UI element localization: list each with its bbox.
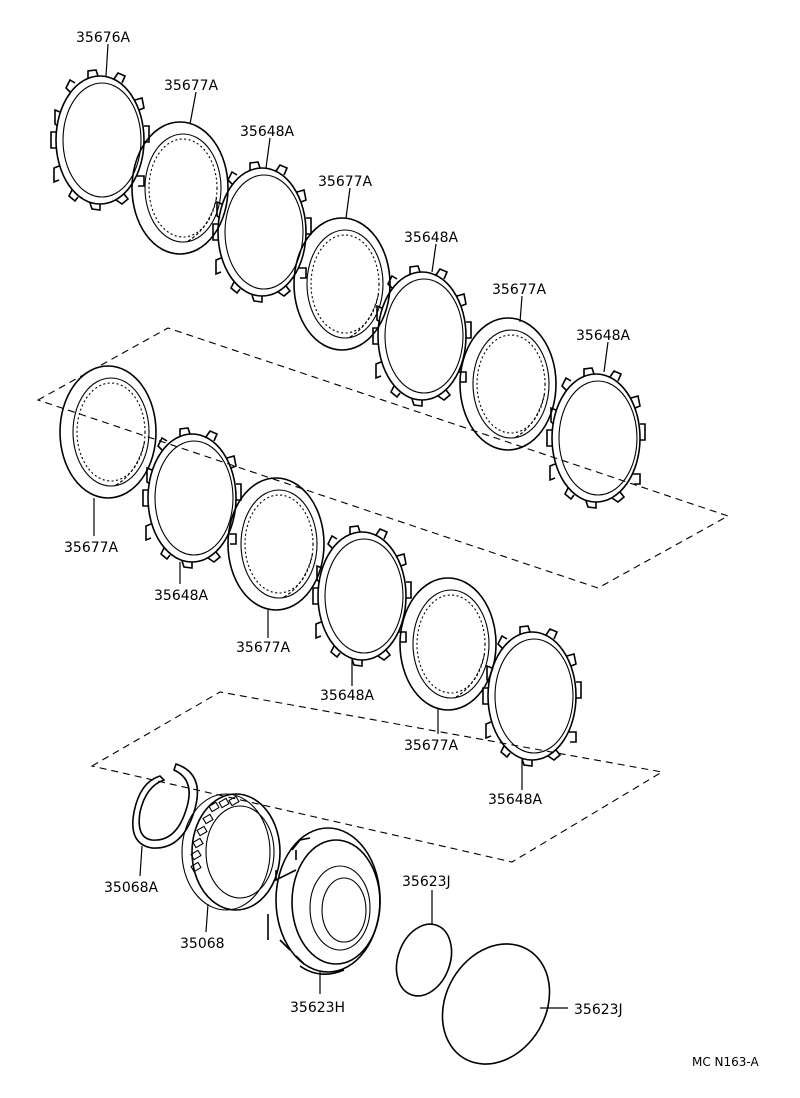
label-35677a-5: 35677A [236,640,291,656]
label-35677a-2: 35677A [318,174,373,190]
steel-plate-6 [482,625,582,767]
label-35677a-4: 35677A [64,540,119,556]
group-outline-upper [36,327,730,589]
label-35068: 35068 [180,936,225,952]
steel-plate-2 [372,265,472,407]
o-ring-small [395,923,453,997]
label-35648a-1: 35648A [240,124,295,140]
label-35676a: 35676A [76,30,131,46]
label-35068a: 35068A [104,880,159,896]
reference-code: MC N163-A [692,1055,759,1069]
label-35623h: 35623H [290,1000,345,1016]
friction-disc-5 [227,477,325,611]
friction-disc-6 [399,577,497,711]
piston-35623h [267,827,381,975]
leader-lines [93,43,609,1009]
steel-plate-35676a [50,69,150,211]
group-outline-lower [90,691,664,863]
label-35648a-5: 35648A [320,688,375,704]
label-35677a-3: 35677A [492,282,547,298]
steel-plate-4 [142,427,242,569]
label-35648a-4: 35648A [154,588,209,604]
o-ring-large [441,943,551,1065]
label-35623j-2: 35623J [574,1002,623,1018]
label-35623j-1: 35623J [402,874,451,890]
steel-plate-5 [312,525,412,667]
label-35677a-1: 35677A [164,78,219,94]
label-35648a-2: 35648A [404,230,459,246]
friction-disc-3 [459,317,557,451]
friction-disc-2 [293,217,391,351]
label-35677a-6: 35677A [404,738,459,754]
label-35648a-3: 35648A [576,328,631,344]
snap-ring [132,762,199,849]
steel-plate-3 [546,367,646,509]
label-35648a-6: 35648A [488,792,543,808]
one-way-clutch [181,793,281,911]
friction-disc-4 [59,365,157,499]
